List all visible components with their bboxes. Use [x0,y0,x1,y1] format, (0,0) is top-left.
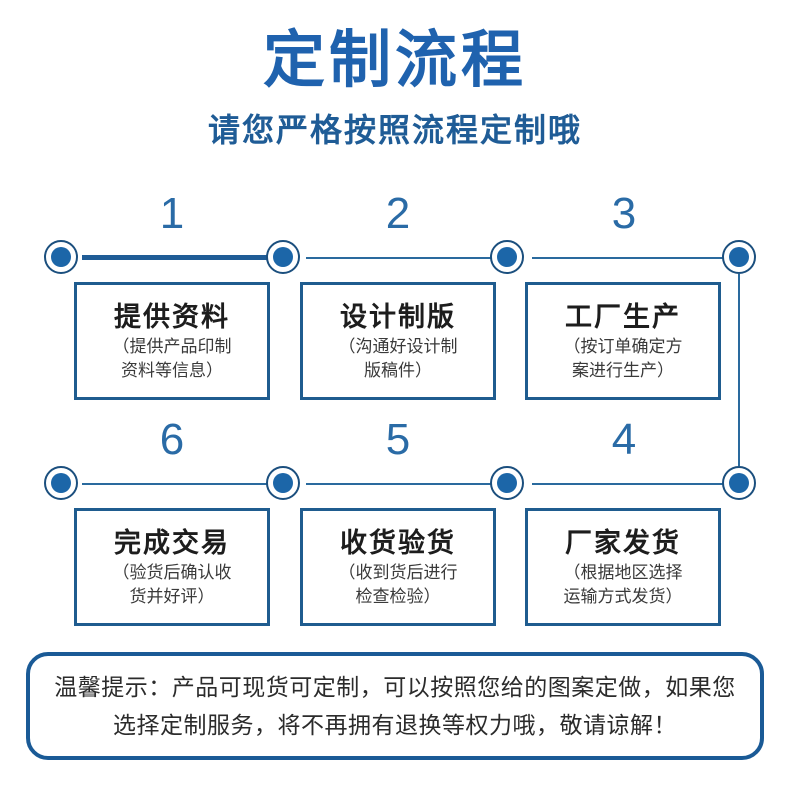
tip-text: 温馨提示：产品可现货可定制，可以按照您给的图案定做，如果您选择定制服务，将不再拥… [54,674,736,738]
node-step-1[interactable] [44,240,78,274]
node-corner-bottom-right[interactable] [722,466,756,500]
node-step-3[interactable] [490,240,524,274]
step-box-1[interactable]: 提供资料 （提供产品印制 资料等信息） [74,282,270,400]
step-desc-6-line1: （验货后确认收 [112,563,232,582]
node-step-5[interactable] [266,466,300,500]
step-number-5: 5 [385,415,411,464]
node-corner-top-right[interactable] [722,240,756,274]
step-number-3: 3 [611,189,637,238]
connector-2-to-3 [306,257,512,259]
step-desc-5-line2: 检查检验） [355,587,441,606]
step-box-4[interactable]: 厂家发货 （根据地区选择 运输方式发货） [525,508,721,626]
step-desc-5-line1: （收到货后进行 [338,563,458,582]
step-desc-2-line2: 版稿件） [364,361,432,380]
step-title-3: 工厂生产 [565,302,681,332]
connector-3-to-4 [532,257,728,259]
step-title-2: 设计制版 [340,302,456,332]
step-title-6: 完成交易 [114,528,230,558]
node-step-6[interactable] [44,466,78,500]
step-desc-5: （收到货后进行 检查检验） [339,561,458,609]
step-number-4: 4 [611,415,637,464]
step-desc-2-line1: （沟通好设计制 [338,337,458,356]
step-number-6: 6 [159,415,185,464]
step-desc-3-line1: （按订单确定方 [563,337,683,356]
step-desc-1-line1: （提供产品印制 [112,337,232,356]
step-number-2: 2 [385,189,411,238]
tip-banner: 温馨提示：产品可现货可定制，可以按照您给的图案定做，如果您选择定制服务，将不再拥… [26,652,764,760]
step-desc-1: （提供产品印制 资料等信息） [113,335,232,383]
step-box-6[interactable]: 完成交易 （验货后确认收 货并好评） [74,508,270,626]
step-box-5[interactable]: 收货验货 （收到货后进行 检查检验） [300,508,496,626]
step-box-3[interactable]: 工厂生产 （按订单确定方 案进行生产） [525,282,721,400]
connector-1-to-2 [82,255,286,260]
step-desc-2: （沟通好设计制 版稿件） [339,335,458,383]
step-title-5: 收货验货 [340,528,456,558]
page-title: 定制流程 [262,26,527,95]
process-flow: 1 2 3 提供资料 （提供产品印制 资料等信息） 设计制版 （沟通好设计制 版… [0,190,790,637]
connector-5-to-6 [82,483,286,485]
flow-row-top: 1 2 3 提供资料 （提供产品印制 资料等信息） 设计制版 （沟通好设计制 版… [0,190,790,411]
step-desc-6: （验货后确认收 货并好评） [113,561,232,609]
step-desc-3: （按订单确定方 案进行生产） [564,335,683,383]
node-step-4-left[interactable] [490,466,524,500]
step-desc-1-line2: 资料等信息） [121,361,223,380]
step-box-2[interactable]: 设计制版 （沟通好设计制 版稿件） [300,282,496,400]
step-title-1: 提供资料 [114,302,230,332]
node-step-2[interactable] [266,240,300,274]
step-desc-4-line1: （根据地区选择 [563,563,683,582]
connector-vertical-right [738,274,740,466]
flow-rail-bottom [0,466,790,502]
step-number-1: 1 [159,189,185,238]
step-title-4: 厂家发货 [565,528,681,558]
connector-corner-to-4 [532,483,728,485]
header: 定制流程 请您严格按照流程定制哦 [0,0,790,148]
step-desc-3-line2: 案进行生产） [572,361,674,380]
step-desc-4-line2: 运输方式发货） [563,587,683,606]
connector-4-to-5 [306,483,512,485]
page-subtitle: 请您严格按照流程定制哦 [207,111,582,148]
flow-rail-top [0,240,790,276]
step-desc-4: （根据地区选择 运输方式发货） [564,561,683,609]
flow-row-bottom: 6 5 4 完成交易 （验货后确认收 货并好评） 收货验货 （收到货后进行 检查… [0,416,790,637]
step-desc-6-line2: 货并好评） [129,587,215,606]
